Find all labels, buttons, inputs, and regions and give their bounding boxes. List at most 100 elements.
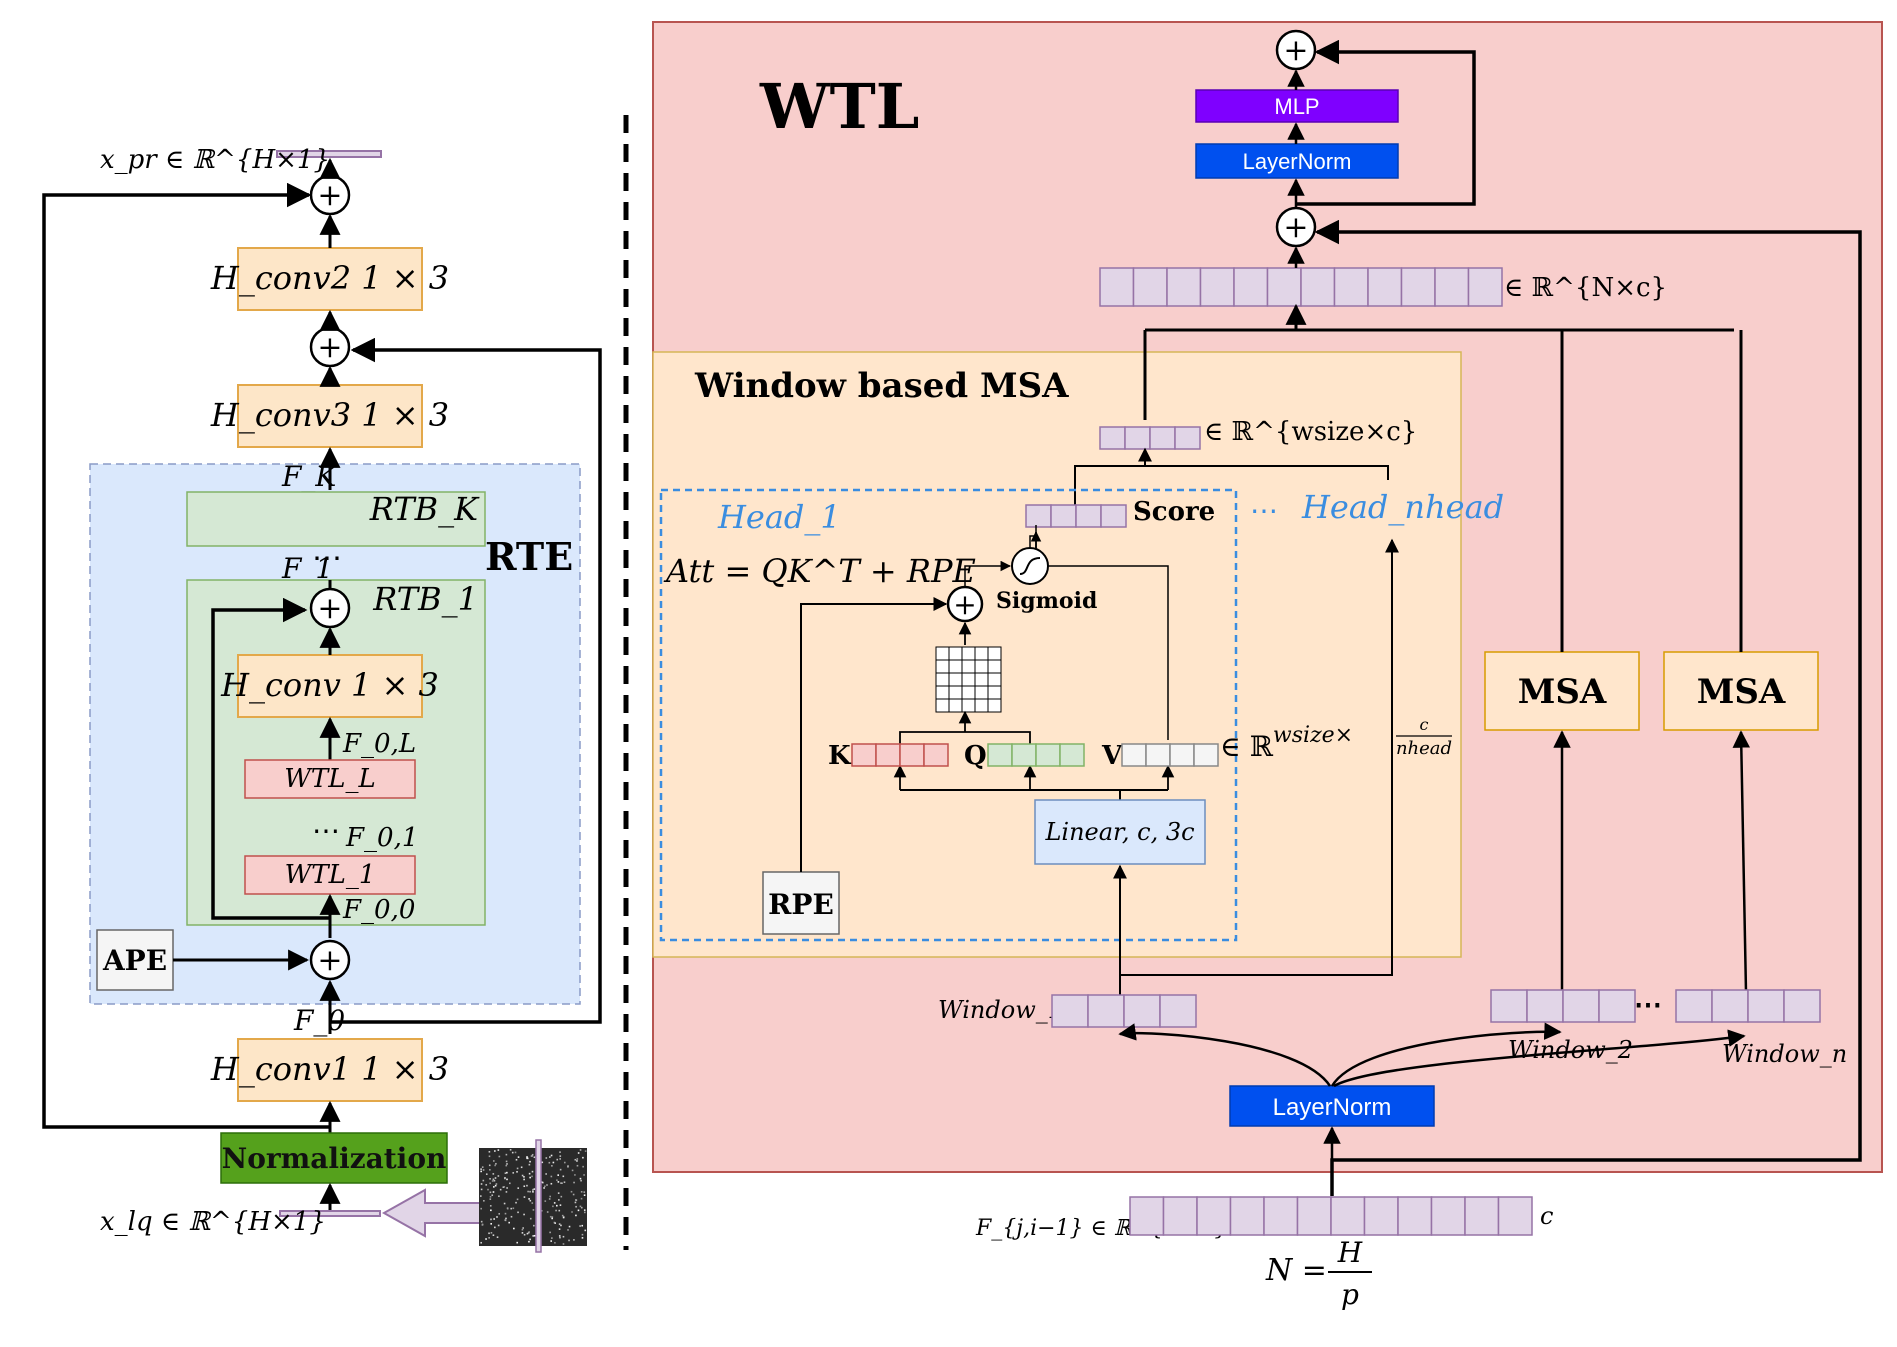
att-equation: Att = QK^T + RPE [663, 552, 976, 590]
matrix-cell [948, 698, 963, 713]
windown-label: Window_n [1722, 1040, 1847, 1068]
matrix-cell [974, 672, 989, 687]
wtl-input-token-strip [1129, 1196, 1533, 1236]
f1-ellipsis: ⋯ [312, 541, 342, 576]
token-cell [851, 743, 877, 767]
token-cell [1145, 743, 1171, 767]
head1-region [659, 488, 1238, 942]
token-cell [1087, 994, 1125, 1028]
wtl1-block [244, 855, 416, 895]
rtbk-block [186, 491, 486, 547]
matrix-cell [935, 698, 950, 713]
token-cell [1430, 1196, 1466, 1236]
q-token-strip [987, 743, 1085, 767]
token-cell [1100, 504, 1127, 528]
matrix-cell [935, 659, 950, 674]
head-n-label: Head_nhead [1301, 488, 1504, 526]
token-cell [1129, 1196, 1165, 1236]
windown-token-strip [1675, 989, 1821, 1023]
hconv3-box [237, 384, 423, 448]
token-cell [1233, 267, 1269, 307]
input-label: x_lq ∈ ℝ^{H×1} [100, 1207, 326, 1237]
f01-ellipsis: ⋯ [312, 814, 340, 847]
matrix-cell [961, 672, 976, 687]
matrix-cell [948, 659, 963, 674]
hconv-inner-label: H_conv 1 × 3 [220, 666, 439, 704]
token-cell [1497, 1196, 1533, 1236]
token-cell [1099, 267, 1135, 307]
msa-label-b: MSA [1697, 672, 1786, 712]
sigmoid-node [1011, 547, 1049, 585]
mlp-label: MLP [1274, 94, 1319, 119]
matrix-cell [935, 646, 950, 661]
plus-icon: + [317, 330, 342, 365]
q-label: Q [964, 741, 987, 771]
window-dots: ⋯ [1634, 988, 1662, 1021]
token-cell [1490, 989, 1528, 1023]
matrix-cell [974, 646, 989, 661]
sigmoid-icon [1019, 557, 1041, 575]
rtbk-label: RTB_K [369, 490, 480, 528]
token-cell [1051, 994, 1089, 1028]
token-cell [1467, 267, 1503, 307]
token-cell [1132, 267, 1168, 307]
noisy-input-image [479, 1148, 587, 1246]
token-cell [1199, 267, 1235, 307]
token-cell [1330, 1196, 1366, 1236]
token-cell [1193, 743, 1219, 767]
token-cell [923, 743, 949, 767]
wtl1-label: WTL_1 [285, 860, 376, 890]
concat-label: ∈ ℝ^{N×c} [1504, 273, 1667, 303]
token-cell [875, 743, 901, 767]
k-token-strip [851, 743, 949, 767]
hconv2-label: H_conv2 1 × 3 [210, 259, 449, 297]
wtll-block [244, 759, 416, 799]
head-dots: ⋯ [1250, 494, 1278, 527]
f01-label: F_0,1 [345, 823, 418, 853]
token-cell [1159, 994, 1197, 1028]
ape-label: APE [102, 944, 167, 977]
kqv-frac-den: nhead [1396, 738, 1452, 759]
hconv1-box [237, 1038, 423, 1102]
token-cell [1266, 267, 1302, 307]
f0l-label: F_0,L [342, 729, 416, 759]
token-cell [1050, 504, 1077, 528]
token-cell [1035, 743, 1061, 767]
token-cell [1434, 267, 1470, 307]
token-cell [1263, 1196, 1299, 1236]
window2-token-strip [1490, 989, 1636, 1023]
matrix-cell [948, 646, 963, 661]
token-cell [1400, 267, 1436, 307]
token-cell [1526, 989, 1564, 1023]
token-cell [1464, 1196, 1500, 1236]
plus-icon: + [1283, 210, 1308, 245]
wsize-token-strip [1099, 426, 1201, 450]
token-cell [1333, 267, 1369, 307]
plus-icon: + [317, 178, 342, 213]
input-token-strip [279, 1210, 381, 1217]
matrix-cell [974, 698, 989, 713]
token-cell [1162, 1196, 1198, 1236]
token-cell [1121, 743, 1147, 767]
window2-label: Window_2 [1508, 1036, 1633, 1064]
score-token-strip [1025, 504, 1127, 528]
hconv3-label: H_conv3 1 × 3 [210, 396, 449, 434]
token-cell [1011, 743, 1037, 767]
token-cell [1059, 743, 1085, 767]
rtb1-label: RTB_1 [372, 580, 478, 618]
token-cell [1149, 426, 1176, 450]
head1-label: Head_1 [717, 498, 841, 536]
sum-node-ape [309, 939, 351, 981]
mlp-block [1195, 89, 1399, 123]
matrix-cell [987, 698, 1002, 713]
normalization-label: Normalization [222, 1142, 447, 1175]
rte-label: RTE [485, 534, 573, 579]
n-eq-num: H [1337, 1236, 1363, 1269]
token-cell [1099, 426, 1126, 450]
msa-block-b [1663, 651, 1819, 731]
plus-icon: + [1283, 33, 1308, 68]
window1-token-strip [1051, 994, 1197, 1028]
n-eq-den: p [1341, 1278, 1359, 1311]
